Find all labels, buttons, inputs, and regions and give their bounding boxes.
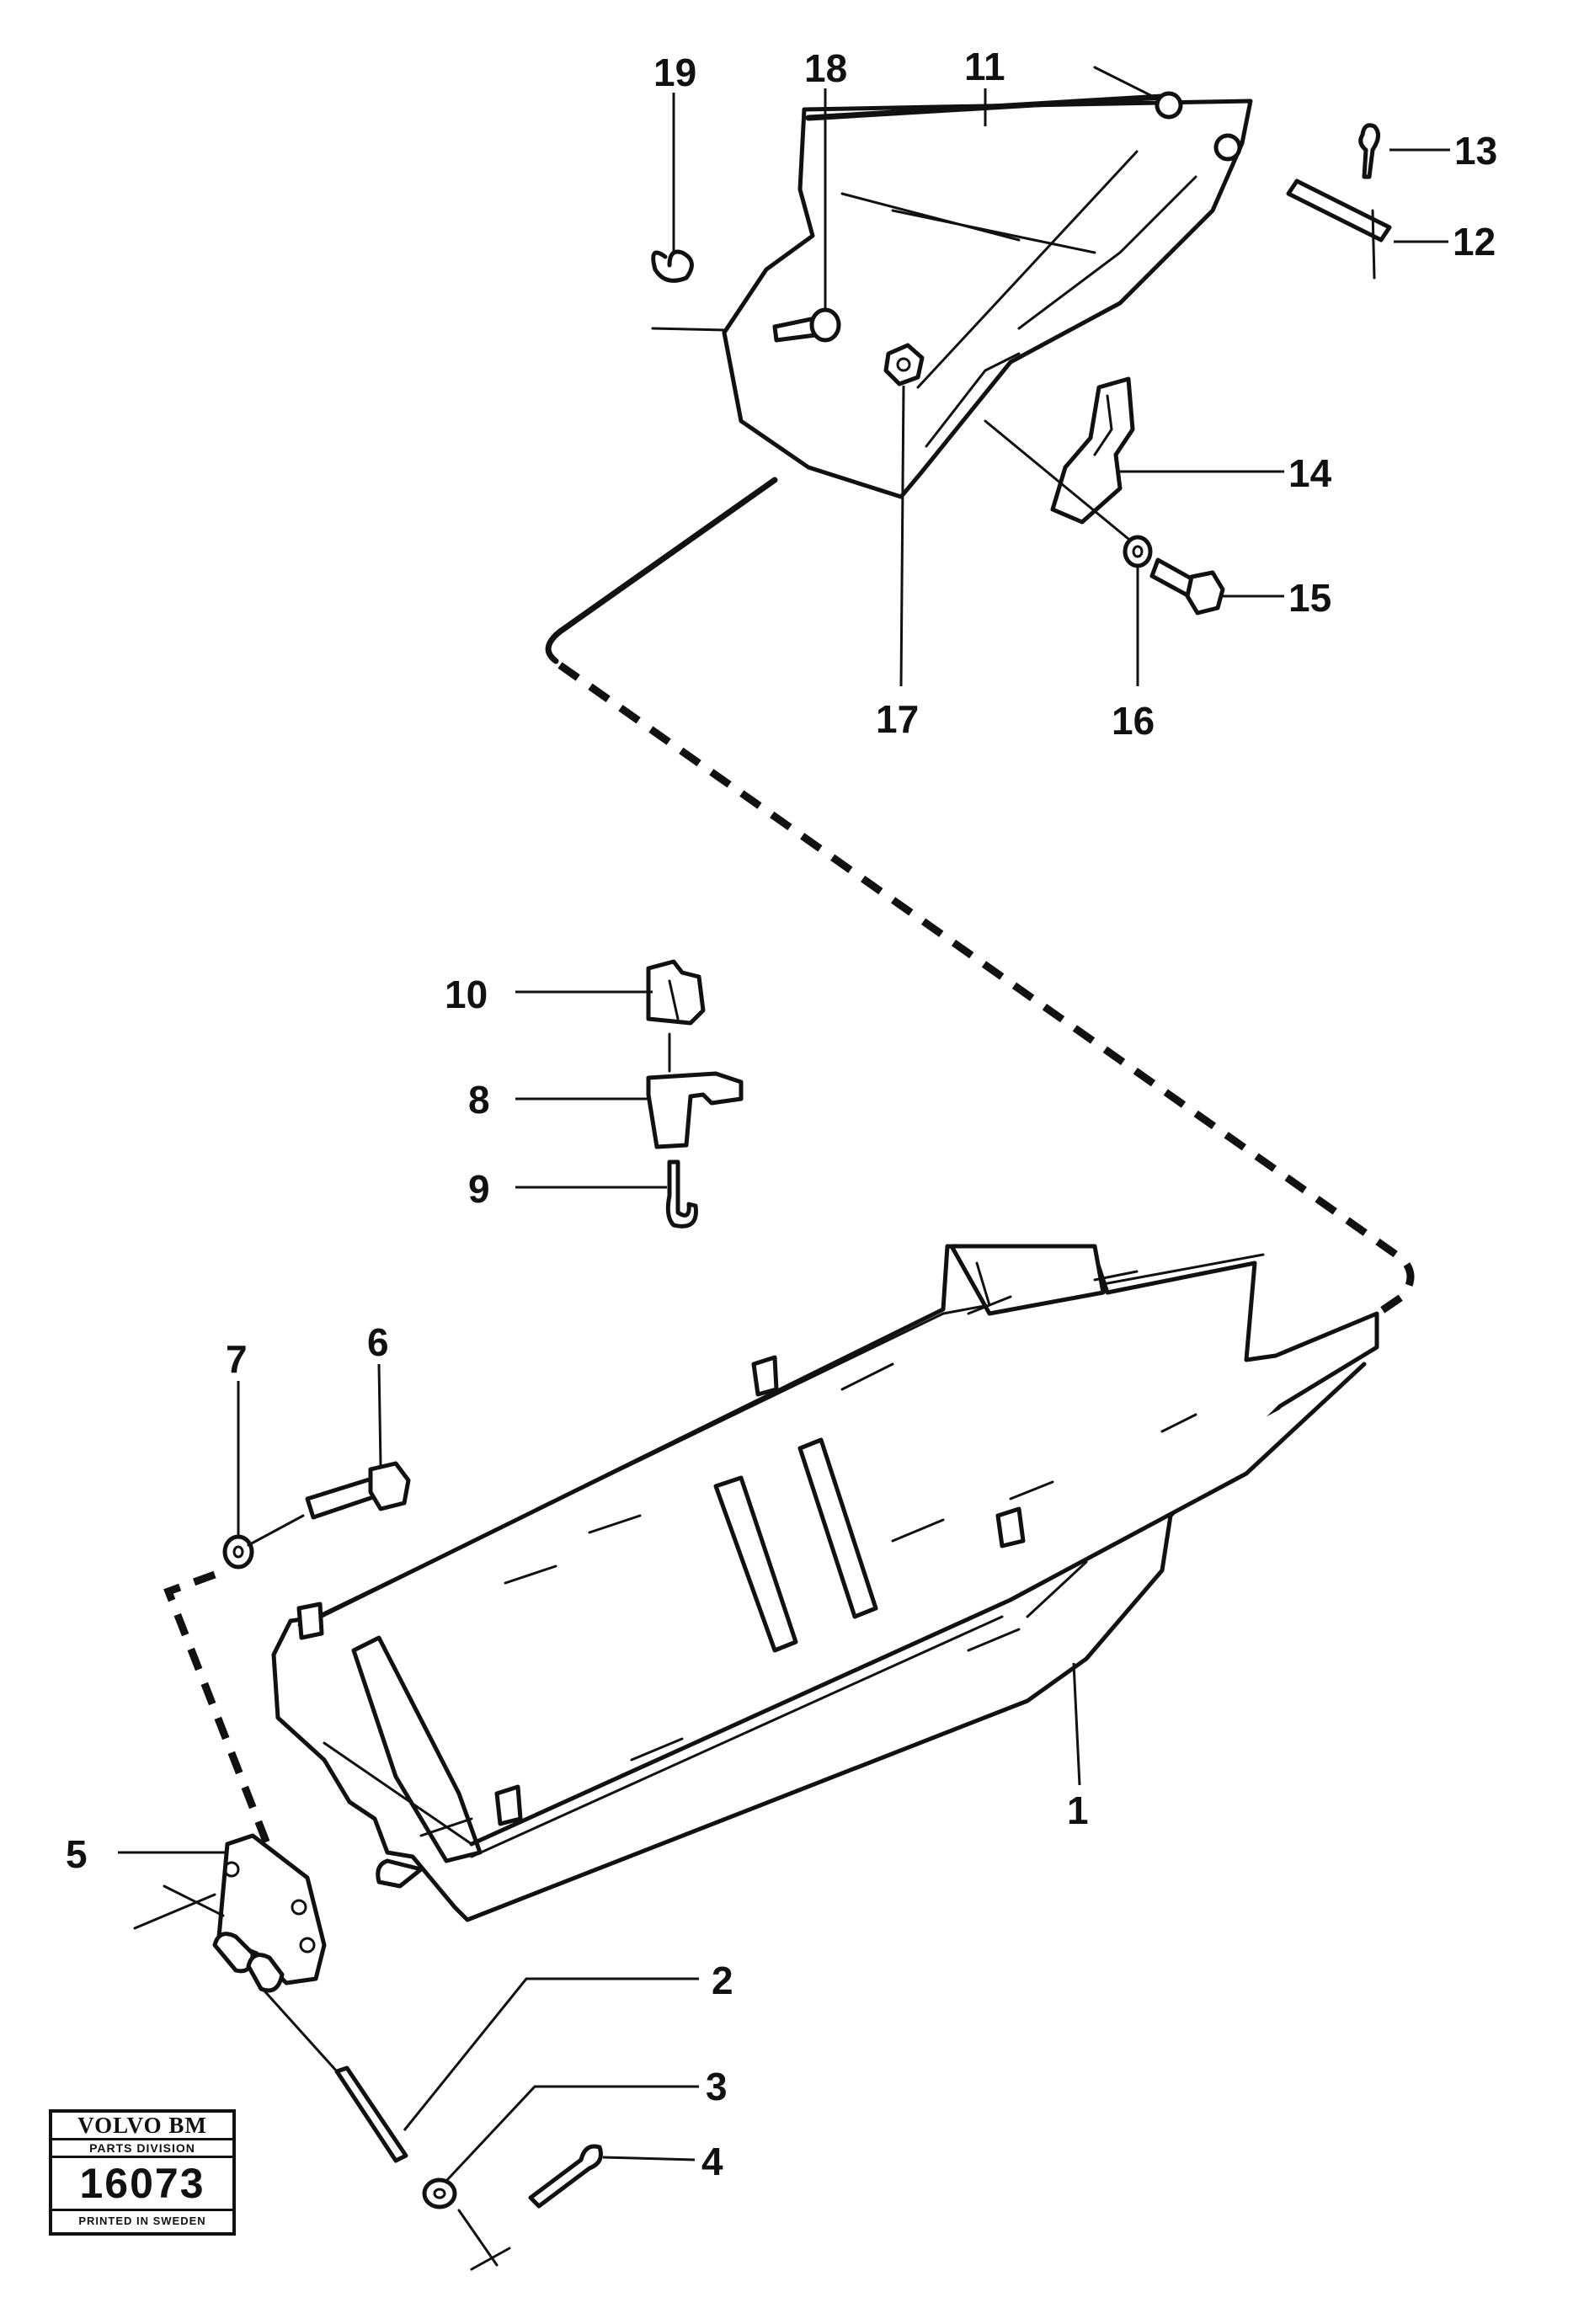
callout-2: 2 xyxy=(712,1959,733,2002)
badge-printed: PRINTED IN SWEDEN xyxy=(78,2215,206,2227)
callout-3: 3 xyxy=(706,2065,728,2108)
callout-11: 11 xyxy=(964,45,1005,88)
callout-19: 19 xyxy=(653,51,696,94)
callout-4: 4 xyxy=(701,2140,723,2183)
hook-part-9 xyxy=(515,1159,698,1229)
badge-division: PARTS DIVISION xyxy=(52,2140,232,2158)
callout-17: 17 xyxy=(876,697,919,741)
callout-6: 6 xyxy=(367,1320,389,1364)
washer-part-16 xyxy=(1123,535,1153,568)
pin-part-12 xyxy=(1286,179,1392,280)
cotter-pin-part-13 xyxy=(1358,123,1380,179)
bolt-part-15 xyxy=(1149,557,1225,616)
bracket-part-8 xyxy=(515,1071,744,1149)
washer-part-7 xyxy=(222,1381,254,1570)
cotter-pin-part-4 xyxy=(457,2144,696,2271)
callout-12: 12 xyxy=(1453,220,1496,264)
nut-part-17 xyxy=(883,343,925,386)
housing-part-1 xyxy=(271,1244,1379,1922)
callout-7: 7 xyxy=(226,1337,248,1381)
pin-part-2 xyxy=(259,1977,699,2163)
badge-brand: VOLVO BM xyxy=(52,2113,232,2140)
badge-drawing-number: 16073 xyxy=(52,2158,232,2211)
callout-14: 14 xyxy=(1288,451,1332,495)
callout-15: 15 xyxy=(1288,576,1331,620)
dashed-connector xyxy=(163,477,1415,1863)
callout-18: 18 xyxy=(804,46,847,90)
callout-5: 5 xyxy=(66,1832,88,1876)
callout-1: 1 xyxy=(1067,1788,1089,1832)
bracket-part-10 xyxy=(515,959,706,1026)
lock-plate-part-14 xyxy=(1050,376,1135,525)
callout-13: 13 xyxy=(1454,129,1497,173)
callout-8: 8 xyxy=(468,1078,490,1122)
clip-part-19 xyxy=(651,249,694,283)
leader-lines-upper xyxy=(672,88,1450,687)
callout-9: 9 xyxy=(468,1167,490,1211)
washer-part-3 xyxy=(422,2085,699,2209)
callout-labels: 19 18 11 13 12 14 15 17 16 10 8 9 7 6 1 … xyxy=(66,45,1497,2183)
callout-10: 10 xyxy=(445,973,488,1016)
volvo-bm-badge: VOLVO BM PARTS DIVISION 16073 PRINTED IN… xyxy=(49,2109,236,2236)
bolt-part-6 xyxy=(247,1363,411,1547)
cover-part-11 xyxy=(651,66,1253,499)
bracket-part-5 xyxy=(118,1833,327,1993)
callout-16: 16 xyxy=(1112,699,1155,743)
